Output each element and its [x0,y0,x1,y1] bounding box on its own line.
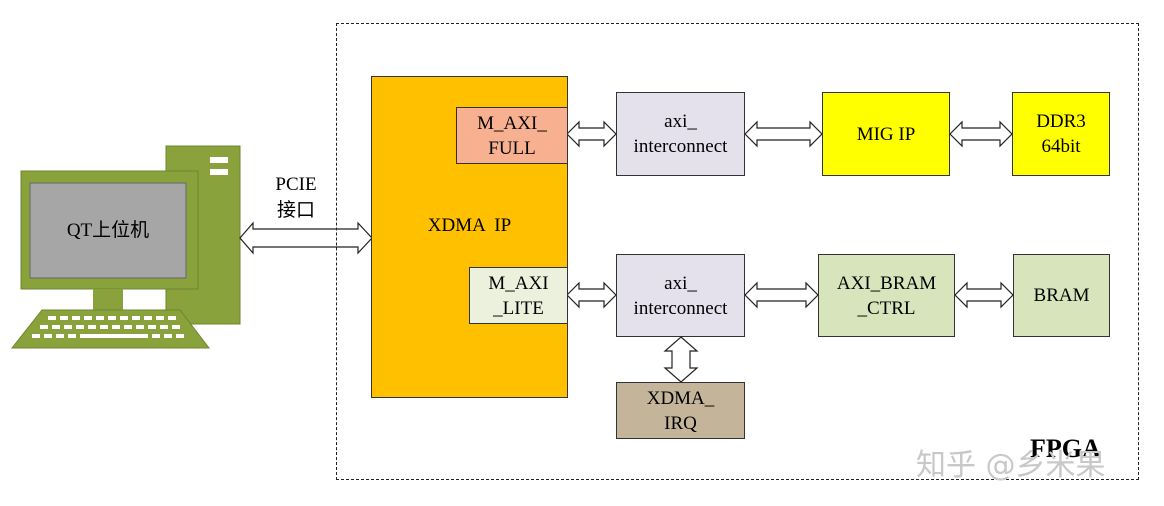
axi-interconnect-top-block: axi_ interconnect [616,92,745,176]
m-axi-full-block: M_AXI_ FULL [456,107,568,164]
xdma-irq-line2: IRQ [664,412,697,434]
computer-screen-label: QT上位机 [66,220,150,241]
ddr3-line1: DDR3 [1036,111,1086,132]
m-axi-lite-block: M_AXI _LITE [469,267,568,324]
interface-label: 接口 [276,200,315,221]
xdma-irq-block: XDMA_ IRQ [616,382,745,439]
m-axi-lite-line1: M_AXI [488,272,549,294]
axi-bram-ctrl-block: AXI_BRAM _CTRL [818,254,955,337]
fpga-label: FPGA [1030,434,1101,463]
m-axi-full-line2: FULL [488,137,536,159]
watermark: 知乎 @乡米果 [916,448,1106,483]
interconnect-top-line1: axi_ [664,111,697,132]
fpga-region [336,23,1139,480]
pcie-label: PCIE [275,174,317,195]
axi-bram-ctrl-line1: AXI_BRAM [836,272,937,294]
mig-ip-label: MIG IP [856,123,916,145]
computer-icon [10,145,241,349]
m-axi-full-line1: M_AXI_ [477,112,547,134]
axi-bram-ctrl-line2: _CTRL [857,297,916,319]
xdma-irq-line1: XDMA_ [646,387,715,409]
ddr3-block: DDR3 64bit [1012,92,1110,176]
arrows [239,120,1014,383]
interconnect-top-line2: interconnect [633,136,728,157]
interconnect-bottom-line2: interconnect [633,297,728,319]
axi-interconnect-bottom-block: axi_ interconnect [616,254,745,337]
m-axi-lite-line2: _LITE [493,297,544,319]
ddr3-line2: 64bit [1041,136,1081,157]
bram-block: BRAM [1013,254,1110,337]
interconnect-bottom-line1: axi_ [664,272,697,294]
xdma-ip-label: XDMA IP [427,215,512,236]
mig-ip-block: MIG IP [822,92,950,176]
bram-label: BRAM [1033,285,1090,306]
